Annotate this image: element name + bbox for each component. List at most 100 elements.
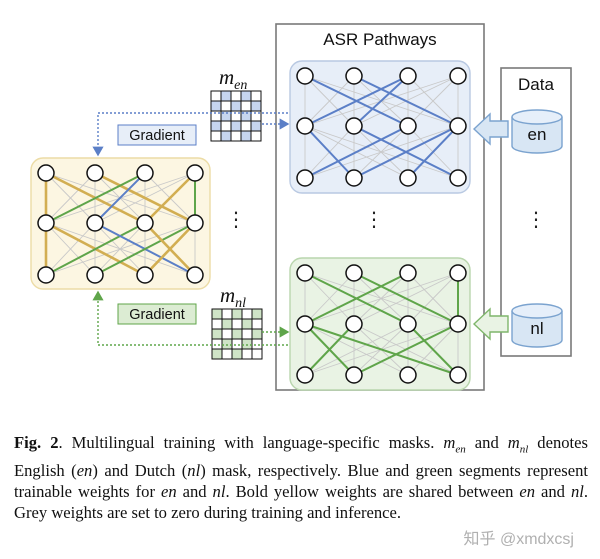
nl-network xyxy=(296,264,467,384)
nl-mask-cell xyxy=(211,338,223,350)
shared-green-weight xyxy=(94,222,196,276)
caption-text: . Bold yellow weights are shared between xyxy=(225,482,520,502)
shared-green-weight xyxy=(45,172,146,224)
en-gradient-box xyxy=(117,124,197,146)
en-mask-cell xyxy=(210,90,222,102)
en-grey-weight xyxy=(304,75,355,127)
nl-mask-cell xyxy=(211,348,223,360)
en-node xyxy=(449,117,467,135)
en-mask-cell xyxy=(250,120,262,132)
shared-nodes xyxy=(37,164,204,284)
shared-node xyxy=(37,214,55,232)
en-mask-cell xyxy=(220,120,232,132)
en-node xyxy=(449,67,467,85)
nl-mask-cell xyxy=(211,328,223,340)
shared-node xyxy=(37,266,55,284)
shared-node xyxy=(37,164,55,182)
en-blue-weight xyxy=(304,125,355,179)
en-mask-label: men xyxy=(219,65,247,93)
nl-data-arrow xyxy=(472,307,509,341)
nl-mask-cell xyxy=(211,308,223,320)
nl-grey-weight xyxy=(304,323,409,376)
en-mask-cell xyxy=(240,100,252,112)
shared-blue-weight xyxy=(94,172,146,224)
nl-mask-cell xyxy=(251,328,263,340)
nl-gradient-path xyxy=(92,290,288,346)
nl-mask-cell xyxy=(231,318,243,330)
en-node xyxy=(345,117,363,135)
en-data-arrow xyxy=(472,112,509,146)
en-node xyxy=(345,67,363,85)
caption-text: en xyxy=(455,443,466,456)
nl-edges xyxy=(304,272,459,376)
en-mask-grid xyxy=(210,90,262,142)
en-mask-cell xyxy=(240,120,252,132)
caption-text: en xyxy=(76,461,93,481)
caption-text: and xyxy=(535,482,571,502)
en-mask-cell xyxy=(210,120,222,132)
en-mask-cell xyxy=(210,100,222,112)
pathways-ellipsis: ⋮ xyxy=(364,209,384,231)
nl-mask-cell xyxy=(221,308,233,320)
en-data-label: en xyxy=(528,125,547,144)
shared-node xyxy=(86,164,104,182)
en-mask-cell xyxy=(230,130,242,142)
caption-text: and xyxy=(465,433,508,452)
caption-label: Fig. 2 xyxy=(14,433,59,452)
en-node xyxy=(449,169,467,187)
nl-node xyxy=(296,264,314,282)
en-gradient-label: Gradient xyxy=(129,128,185,144)
caption-text: . Multilingual training with language-sp… xyxy=(58,433,444,452)
caption-text: en xyxy=(519,482,536,502)
caption-text: m xyxy=(507,433,520,452)
nl-gradient-label: Gradient xyxy=(129,307,185,323)
en-mask-cell xyxy=(220,130,232,142)
shared-yellow-weight xyxy=(144,172,196,224)
shared-node xyxy=(186,266,204,284)
caption-text: ) and Dutch ( xyxy=(92,461,188,481)
nl-mask-cell xyxy=(221,338,233,350)
nl-mask-cell xyxy=(241,328,253,340)
nl-node xyxy=(296,366,314,384)
caption-text: . Grey weights are set to zero during tr… xyxy=(14,482,589,523)
caption-text: and xyxy=(176,482,213,502)
nl-grey-weight xyxy=(304,272,355,325)
en-grey-weight xyxy=(407,75,459,127)
en-blue-weight xyxy=(353,75,409,127)
nl-mask-cell xyxy=(251,318,263,330)
model-ellipsis: ⋮ xyxy=(226,209,246,231)
caption-text: ) mask, respectively. Blue and green seg… xyxy=(14,461,588,502)
data-box xyxy=(500,67,572,357)
nl-node xyxy=(449,315,467,333)
en-mask-cell xyxy=(220,90,232,102)
en-mask-cell xyxy=(250,90,262,102)
shared-yellow-weight xyxy=(144,222,196,276)
nl-mask-cell xyxy=(221,348,233,360)
en-mask-cell xyxy=(230,120,242,132)
en-nodes xyxy=(296,67,467,187)
shared-network xyxy=(37,164,204,284)
nl-node xyxy=(399,315,417,333)
shared-grey-weight xyxy=(45,172,96,224)
nl-green-weight xyxy=(304,323,459,376)
nl-mask-cell xyxy=(241,348,253,360)
nl-green-weight xyxy=(304,323,355,376)
en-blue-weight xyxy=(353,125,459,179)
shared-grey-weight xyxy=(45,222,96,276)
nl-node xyxy=(296,315,314,333)
nl-mask-cell xyxy=(251,338,263,350)
nl-node xyxy=(345,366,363,384)
nl-mask-grid xyxy=(211,308,263,360)
figure-caption: Fig. 2. Multilingual training with langu… xyxy=(14,432,588,523)
en-blue-weight xyxy=(407,125,459,179)
en-node xyxy=(296,169,314,187)
en-blue-weight xyxy=(304,125,409,179)
nl-mask-cell xyxy=(251,348,263,360)
shared-node xyxy=(136,214,154,232)
nl-node xyxy=(345,264,363,282)
shared-yellow-weight xyxy=(94,171,196,225)
en-mask-cell xyxy=(210,130,222,142)
nl-grey-weight xyxy=(304,272,459,325)
shared-green-weight xyxy=(45,222,146,276)
en-blue-weight xyxy=(304,75,409,127)
